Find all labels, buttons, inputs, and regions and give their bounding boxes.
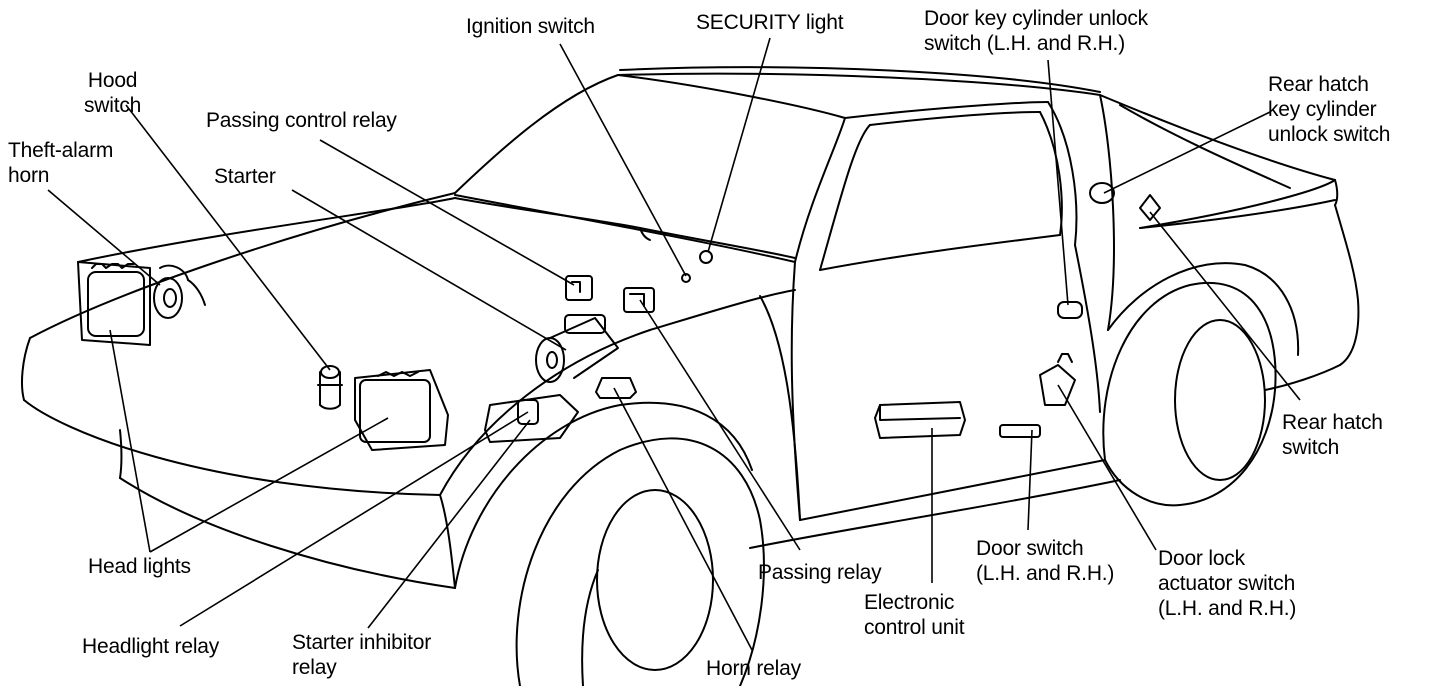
label-passing-control-relay: Passing control relay <box>206 109 397 132</box>
label-door-key-cylinder-unlock-switch: Door key cylinder unlock switch (L.H. an… <box>924 6 1148 56</box>
theft-alarm-horn-shape <box>153 264 206 319</box>
label-door-switch: Door switch (L.H. and R.H.) <box>976 536 1114 586</box>
label-line: switch <box>84 94 142 117</box>
ignition-switch-shape <box>681 273 691 283</box>
rear-hatch-switch-shape <box>1139 194 1161 221</box>
electronic-control-unit-shape <box>874 401 966 439</box>
rear-hatch-key-cylinder-shape <box>1089 182 1115 204</box>
label-line: Rear hatch <box>1268 73 1369 96</box>
front-wheel <box>454 401 765 686</box>
horn-relay-shape <box>595 377 637 399</box>
label-ignition-switch: Ignition switch <box>466 15 595 38</box>
label-rear-hatch-key-cylinder-unlock-switch: Rear hatch key cylinder unlock switch <box>1268 72 1390 147</box>
starter-shape <box>535 314 619 383</box>
label-line: horn <box>8 164 50 187</box>
label-line: Electronic <box>864 591 955 614</box>
label-theft-alarm-horn: Theft-alarm horn <box>8 138 113 188</box>
rear-wheel <box>1102 262 1300 507</box>
label-head-lights: Head lights <box>88 555 191 578</box>
label-line: switch (L.H. and R.H.) <box>924 32 1125 55</box>
label-line: (L.H. and R.H.) <box>976 562 1115 585</box>
label-headlight-relay: Headlight relay <box>82 635 220 658</box>
label-rear-hatch-switch: Rear hatch switch <box>1282 410 1383 460</box>
label-line: Door switch <box>976 537 1084 560</box>
door-lock-actuator-switch-shape <box>1039 353 1076 406</box>
car-body-outline <box>21 66 1360 589</box>
label-hood-switch: Hood switch <box>84 68 141 118</box>
label-line: control unit <box>864 616 965 639</box>
relay-bracket-shape <box>484 394 579 443</box>
label-line: unlock switch <box>1268 123 1391 146</box>
label-line: Door key cylinder unlock <box>924 7 1148 30</box>
label-line: Rear hatch <box>1282 411 1383 434</box>
label-line: actuator switch <box>1158 572 1296 595</box>
label-security-light: SECURITY light <box>696 11 844 34</box>
door-key-cylinder-switch-shape <box>1057 301 1083 319</box>
head-light-right-shape <box>354 369 449 451</box>
label-line: (L.H. and R.H.) <box>1158 597 1297 620</box>
label-line: Door lock <box>1158 547 1245 570</box>
door-switch-shape <box>999 424 1041 438</box>
passing-relay-shape <box>623 287 655 313</box>
passing-control-relay-shape <box>565 275 593 301</box>
label-horn-relay: Horn relay <box>706 657 801 680</box>
label-line: Theft-alarm <box>8 139 114 162</box>
label-line: key cylinder <box>1268 98 1377 121</box>
label-starter-inhibitor-relay: Starter inhibitor relay <box>292 630 431 680</box>
label-starter: Starter <box>214 165 276 188</box>
security-light-shape <box>699 250 713 264</box>
label-line: relay <box>292 656 337 679</box>
label-line: Hood <box>87 69 138 92</box>
label-line: switch <box>1282 436 1340 459</box>
label-door-lock-actuator-switch: Door lock actuator switch (L.H. and R.H.… <box>1158 546 1296 621</box>
label-electronic-control-unit: Electronic control unit <box>864 590 965 640</box>
label-line: Starter inhibitor <box>292 631 431 654</box>
head-light-left-shape <box>77 261 151 346</box>
hood-switch-shape <box>317 365 343 410</box>
label-passing-relay: Passing relay <box>758 561 882 584</box>
leader-lines <box>47 37 1301 651</box>
